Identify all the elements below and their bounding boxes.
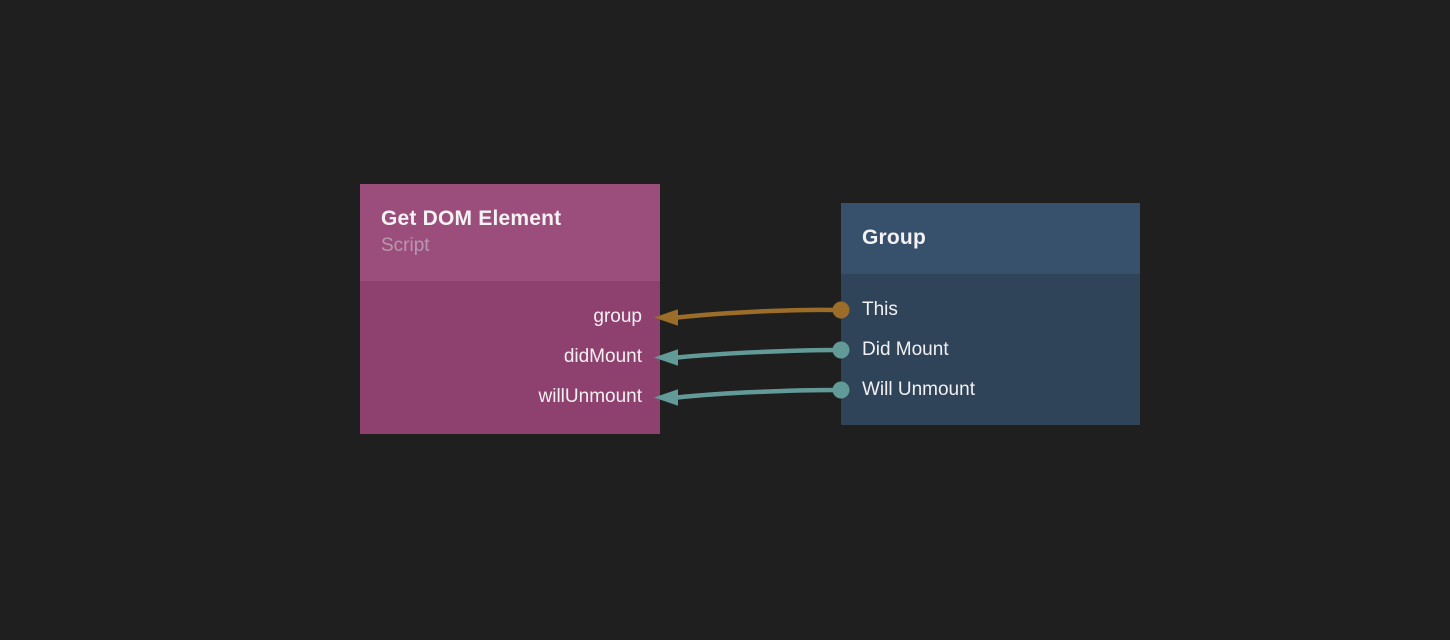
node-title: Group [862,226,926,249]
input-row-group[interactable]: group [360,297,660,337]
node-body: This Did Mount Will Unmount [841,274,1140,425]
node-header[interactable]: Group [841,203,1140,274]
output-label: Will Unmount [862,379,975,400]
wire-arrowhead-icon [654,349,678,366]
node-group[interactable]: Group This Did Mount Will Unmount [841,203,1140,425]
wire-curve[interactable] [674,307,841,320]
wire-willunmount-to-willunmount[interactable] [654,381,850,406]
output-row-willunmount[interactable]: Will Unmount [841,370,1140,410]
output-label: Did Mount [862,339,949,360]
wire-this-to-group[interactable] [654,301,850,326]
output-port-didmount[interactable] [832,341,850,359]
node-get-dom-element[interactable]: Get DOM Element Script group didMount wi… [360,184,660,434]
output-row-didmount[interactable]: Did Mount [841,330,1140,370]
output-port-willunmount[interactable] [832,381,850,399]
output-row-this[interactable]: This [841,290,1140,330]
output-port-this[interactable] [832,301,850,319]
input-row-didmount[interactable]: didMount [360,337,660,377]
input-label: willUnmount [538,386,642,407]
wire-arrowhead-icon [654,309,678,326]
node-header[interactable]: Get DOM Element Script [360,184,660,281]
wire-curve[interactable] [674,387,841,400]
input-row-willunmount[interactable]: willUnmount [360,377,660,417]
node-body: group didMount willUnmount [360,281,660,434]
node-title: Get DOM Element [381,207,562,230]
node-subtitle: Script [381,235,430,256]
wire-didmount-to-didmount[interactable] [654,341,850,366]
input-label: didMount [563,346,642,367]
wire-curve[interactable] [674,347,841,360]
output-label: This [862,299,898,320]
input-label: group [593,306,642,327]
wire-arrowhead-icon [654,389,678,406]
